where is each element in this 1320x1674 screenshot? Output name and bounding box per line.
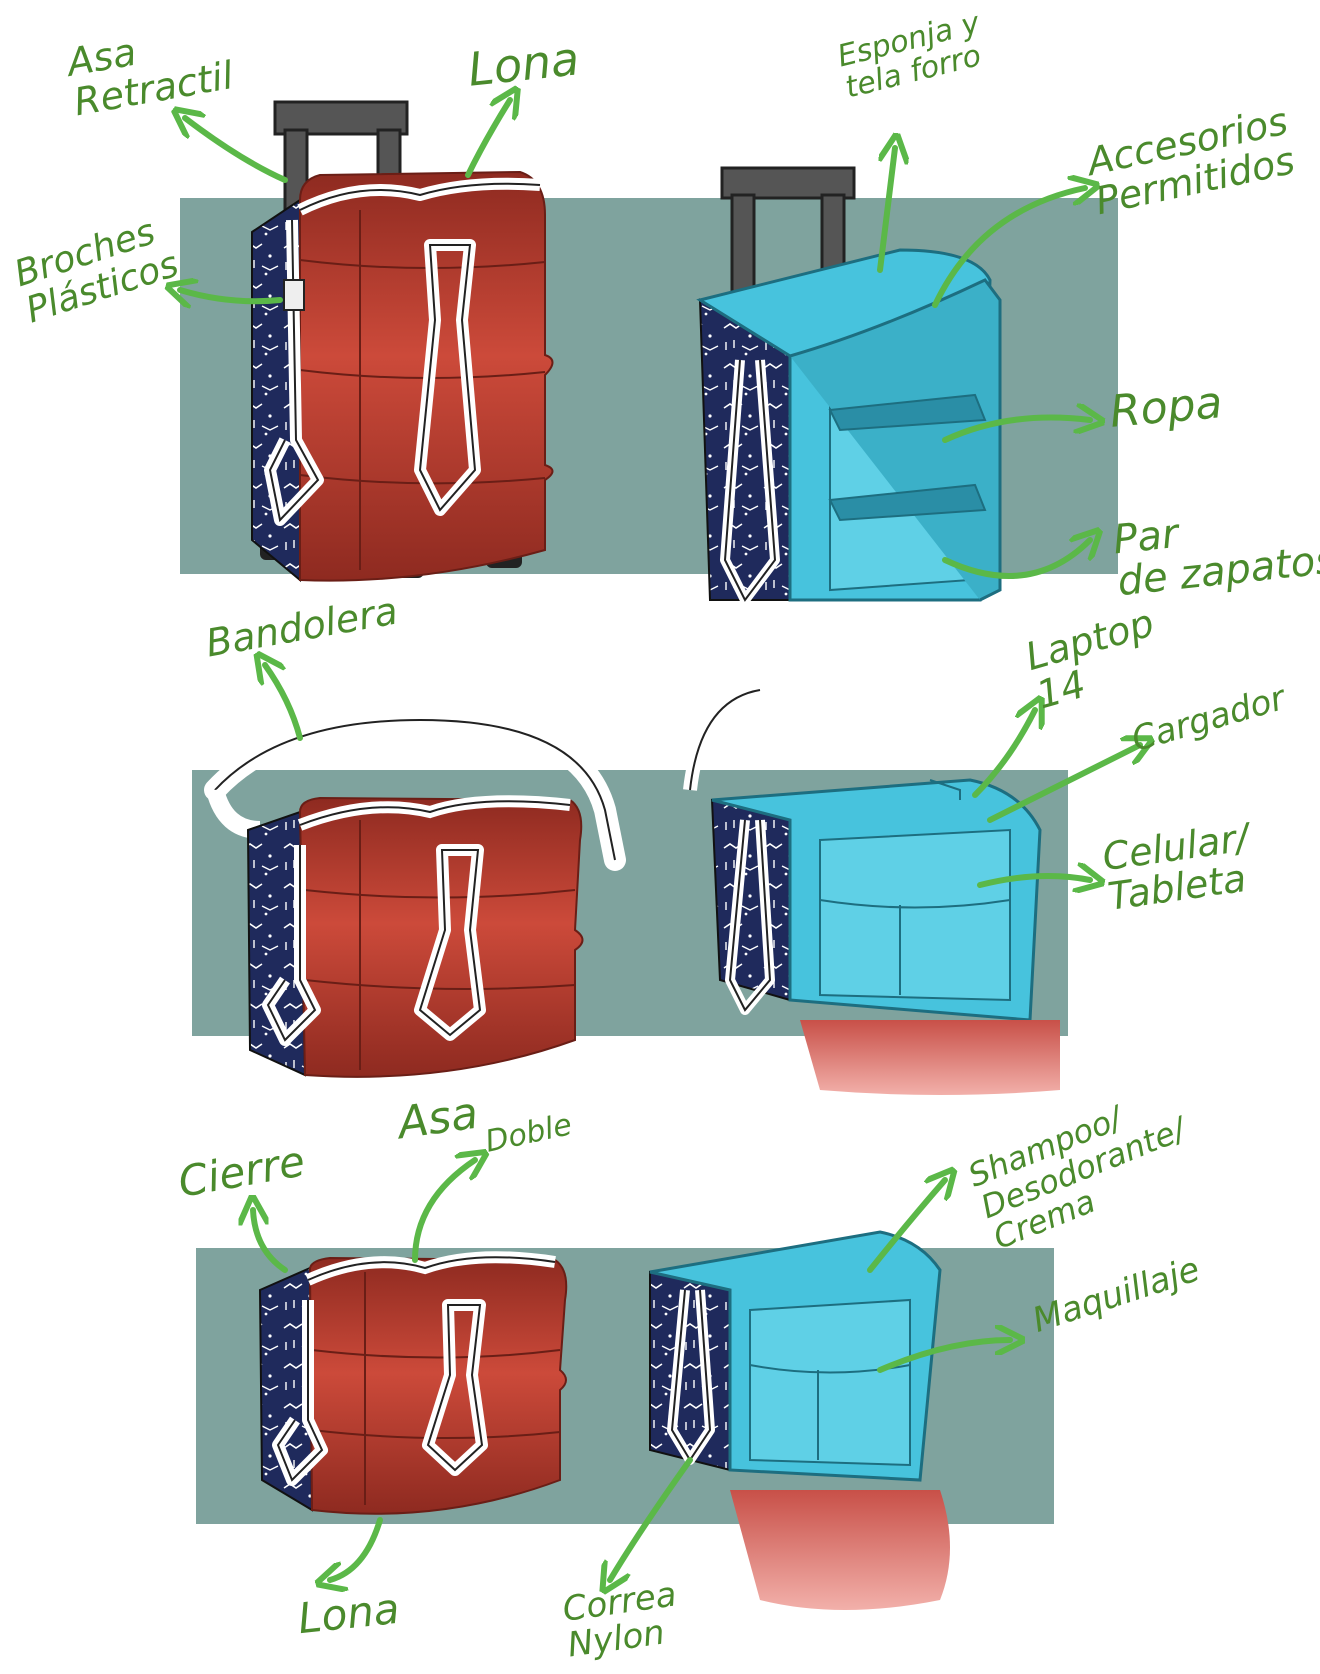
small-bag-open: [650, 1232, 950, 1610]
small-bag-closed: [260, 1257, 566, 1514]
arrow-lona-top: [468, 100, 510, 175]
arrow-asa-doble: [415, 1160, 475, 1260]
label-asa-doble-line1: Asa: [395, 1091, 481, 1148]
arrow-lona-bottom: [330, 1520, 380, 1580]
label-lona-top: Lona: [466, 34, 582, 94]
label-ropa: Ropa: [1108, 380, 1224, 436]
trolley-suitcase-closed: [252, 102, 553, 581]
label-lona-bottom: Lona: [296, 1587, 402, 1641]
label-correa-nylon: Correa Nylon: [561, 1577, 684, 1664]
arrow-asa-retractil: [185, 118, 285, 180]
arrow-bandolera: [265, 665, 300, 738]
